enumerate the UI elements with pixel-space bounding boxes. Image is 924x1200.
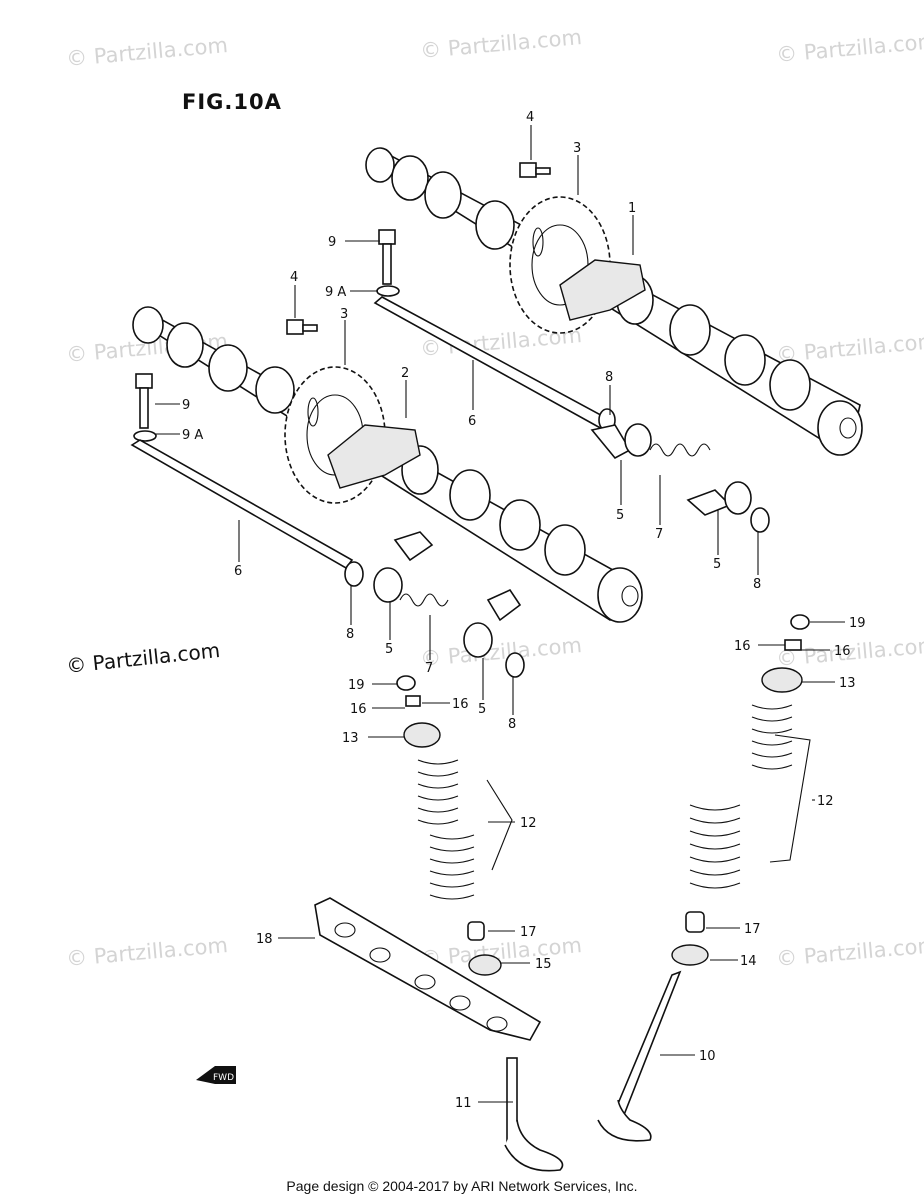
callout-7: 7 bbox=[425, 661, 433, 676]
camshaft-holder-1 bbox=[559, 259, 646, 321]
bolt-4-upper bbox=[519, 162, 551, 178]
callout-12: 12 bbox=[520, 816, 537, 831]
forward-arrow-icon: FWD bbox=[196, 1066, 236, 1084]
callout-3: 3 bbox=[573, 141, 581, 156]
callout-1: 1 bbox=[628, 201, 636, 216]
callout-8: 8 bbox=[346, 627, 354, 642]
callout-6: 6 bbox=[468, 414, 476, 429]
callout-2: 2 bbox=[401, 366, 409, 381]
valve-assembly-right bbox=[597, 614, 811, 1142]
bolt-9-upper bbox=[376, 229, 400, 297]
callout-labels: 4 3 1 9 9 A 4 3 2 9 9 A 6 6 8 5 7 5 8 8 … bbox=[182, 110, 866, 1111]
callout-5: 5 bbox=[616, 508, 624, 523]
callout-4: 4 bbox=[526, 110, 534, 125]
callout-16: 16 bbox=[734, 639, 751, 654]
bolt-4-lower bbox=[286, 319, 318, 335]
callout-16: 16 bbox=[834, 644, 851, 659]
callout-11: 11 bbox=[455, 1096, 472, 1111]
callout-8: 8 bbox=[753, 577, 761, 592]
callout-8: 8 bbox=[508, 717, 516, 732]
footer-credit: Page design © 2004-2017 by ARI Network S… bbox=[286, 1178, 638, 1194]
bolt-9-lower bbox=[133, 373, 157, 442]
callout-16: 16 bbox=[452, 697, 469, 712]
callout-19: 19 bbox=[348, 678, 365, 693]
forward-arrow-label: FWD bbox=[213, 1073, 234, 1083]
callout-10: 10 bbox=[699, 1049, 716, 1064]
leader-lines bbox=[155, 125, 845, 1103]
rocker-arm-set-lower bbox=[344, 531, 525, 678]
callout-15: 15 bbox=[535, 957, 552, 972]
callout-9: 9 bbox=[182, 398, 190, 413]
callout-5: 5 bbox=[713, 557, 721, 572]
callout-9: 9 bbox=[328, 235, 336, 250]
callout-5: 5 bbox=[478, 702, 486, 717]
camshaft-holder-2 bbox=[327, 424, 421, 489]
callout-8: 8 bbox=[605, 370, 613, 385]
callout-17: 17 bbox=[520, 925, 537, 940]
callout-7: 7 bbox=[655, 527, 663, 542]
valve-assembly-left bbox=[396, 675, 564, 1172]
figure-title: FIG.10A bbox=[182, 90, 282, 114]
callout-3: 3 bbox=[340, 307, 348, 322]
callout-6: 6 bbox=[234, 564, 242, 579]
callout-13: 13 bbox=[342, 731, 359, 746]
callout-18: 18 bbox=[256, 932, 273, 947]
callout-4: 4 bbox=[290, 270, 298, 285]
callout-19: 19 bbox=[849, 616, 866, 631]
callout-13: 13 bbox=[839, 676, 856, 691]
callout-12: 12 bbox=[817, 794, 834, 809]
callout-9a: 9 A bbox=[182, 428, 203, 443]
callout-5: 5 bbox=[385, 642, 393, 657]
callout-14: 14 bbox=[740, 954, 757, 969]
callout-9a: 9 A bbox=[325, 285, 346, 300]
rocker-arm-set-upper bbox=[590, 408, 770, 533]
valve-plate-18 bbox=[314, 897, 542, 1041]
callout-16: 16 bbox=[350, 702, 367, 717]
callout-17: 17 bbox=[744, 922, 761, 937]
rocker-shaft-6-lower bbox=[130, 439, 354, 570]
